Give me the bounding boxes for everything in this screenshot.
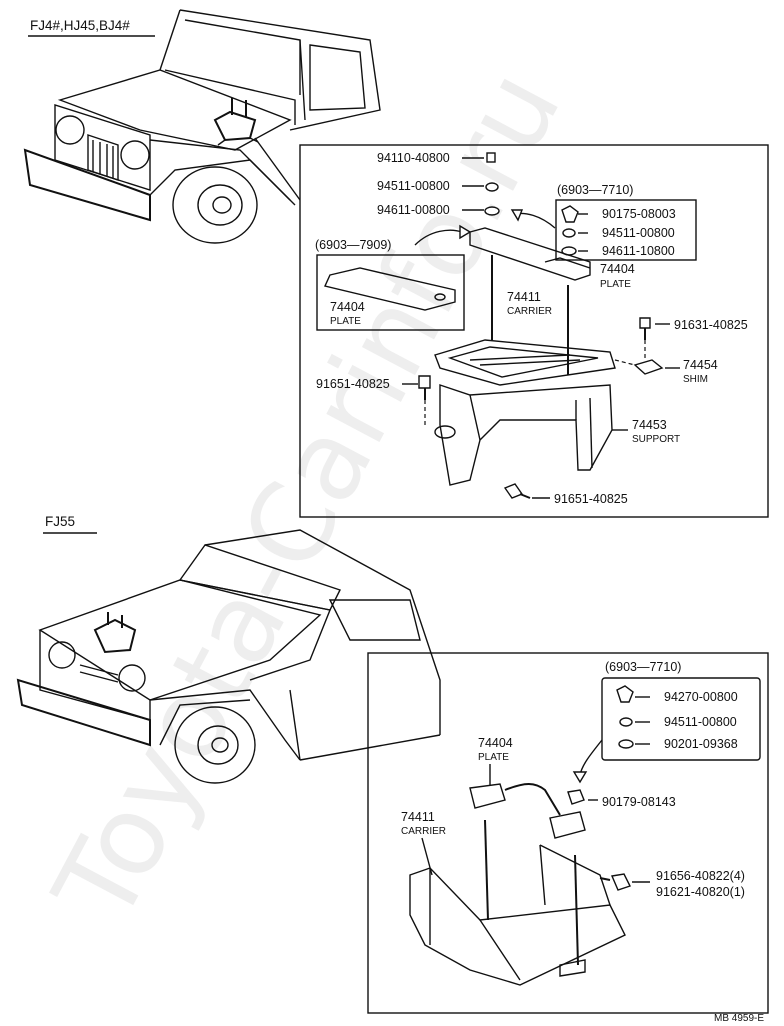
carrier-74411-bottom-part [409, 867, 626, 986]
nut-94110-icon [486, 152, 496, 163]
lock-washer-bottom-icon [619, 717, 633, 727]
plate-74404-part [469, 227, 591, 281]
footer-code: MB 4959-E [714, 1013, 764, 1024]
label-91651-40825-a: 91651-40825 [316, 377, 390, 391]
top-inset-range: (6903—7710) [557, 183, 633, 197]
wing-nut-icon [561, 205, 579, 223]
label-74411-bottom: 74411 [401, 810, 435, 824]
label-91656-40822: 91656-40822(4) [656, 869, 745, 883]
bottom-model-header: FJ55 [45, 514, 75, 529]
watermark: Toyota-Carinfo.ru [29, 50, 585, 943]
arrow-bottom-inset [579, 739, 603, 776]
label-94611-10800-inset: 94611-10800 [602, 244, 675, 258]
top-inset-frame [299, 144, 769, 518]
label-94611-00800-top: 94611-00800 [377, 203, 450, 217]
label-91621-40820: 91621-40820(1) [656, 885, 745, 899]
lock-washer-icon [485, 182, 499, 192]
plate-74404-bottom-part [469, 783, 506, 809]
label-94511-00800-top: 94511-00800 [377, 179, 450, 193]
rod-bottom-right [574, 854, 579, 966]
label-90201-09368: 90201-09368 [664, 737, 738, 751]
label-74404-top-name: PLATE [600, 279, 631, 290]
label-90179-08143: 90179-08143 [602, 795, 676, 809]
wing-nut-94270-icon [616, 685, 634, 703]
label-91631-40825: 91631-40825 [674, 318, 748, 332]
label-74404-bottom-name: PLATE [478, 752, 509, 763]
label-74411-bottom-name: CARRIER [401, 826, 446, 837]
plain-washer-icon [484, 206, 500, 216]
bottom-inset-frame [367, 652, 769, 1014]
label-94270-00800: 94270-00800 [664, 690, 738, 704]
bolt-91651-a-icon [418, 375, 431, 389]
truck-illustration-fj55 [16, 529, 441, 784]
top-inset-box [555, 199, 697, 261]
label-74411-top: 74411 [507, 290, 541, 304]
bolt-91631-icon [639, 317, 651, 329]
label-91651-40825-b: 91651-40825 [554, 492, 628, 506]
label-94511-00800-bottom: 94511-00800 [664, 715, 737, 729]
bolt-91656-icon [611, 873, 631, 891]
label-90175-08003: 90175-08003 [602, 207, 676, 221]
arrow-box-to-plate [414, 229, 463, 246]
label-74454: 74454 [683, 358, 718, 372]
label-74411-top-name: CARRIER [507, 306, 552, 317]
leader-truck-to-inset [254, 137, 301, 201]
shim-74454-icon [633, 359, 664, 375]
label-94110-40800: 94110-40800 [377, 151, 450, 165]
top-model-header: FJ4#,HJ45,BJ4# [30, 18, 130, 33]
plate-box-range: (6903—7909) [315, 238, 391, 252]
carrier-74411-part [434, 339, 616, 386]
label-94511-00800-inset: 94511-00800 [602, 226, 675, 240]
nut-90179-icon [567, 789, 585, 805]
label-74454-name: SHIM [683, 374, 708, 385]
label-74453: 74453 [632, 418, 667, 432]
label-74404-top: 74404 [600, 262, 635, 276]
label-74453-name: SUPPORT [632, 434, 680, 445]
plate-box-part: 74404 [330, 300, 365, 314]
rod-bottom-left [484, 819, 489, 921]
washer-90201-icon [618, 739, 634, 749]
label-74404-bottom: 74404 [478, 736, 513, 750]
bolt-91651-b-icon [503, 483, 524, 499]
plate-74404-old-icon [324, 267, 456, 311]
bottom-inset-box [601, 677, 761, 761]
plate-box-name: PLATE [330, 316, 361, 327]
plate-box-frame [316, 254, 465, 331]
support-74453-part [439, 384, 613, 486]
bottom-inset-range: (6903—7710) [605, 660, 681, 674]
truck-illustration-fj4 [23, 9, 381, 244]
